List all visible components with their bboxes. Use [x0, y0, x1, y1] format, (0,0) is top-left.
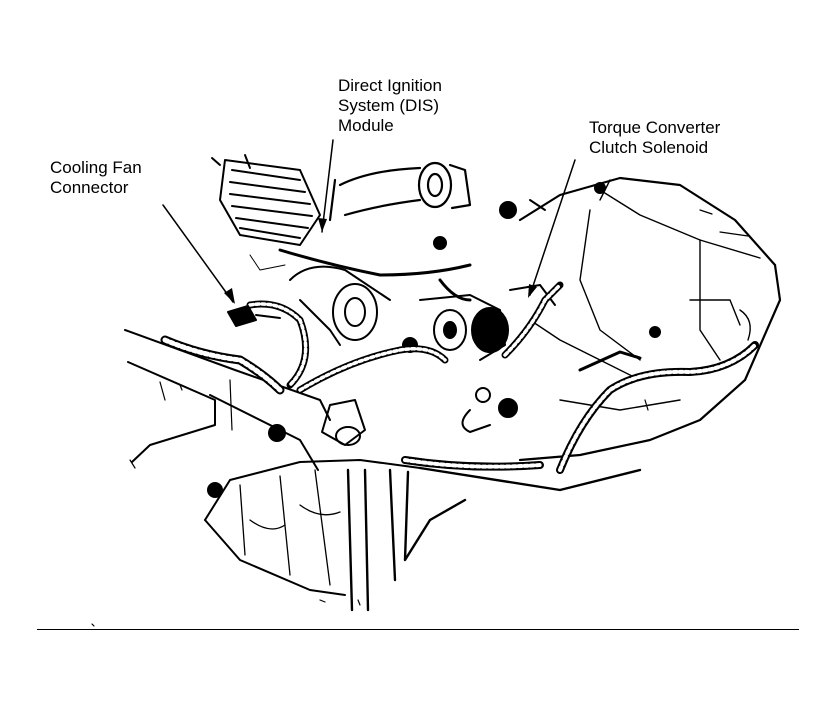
air-duct — [328, 161, 472, 222]
transaxle-housing — [518, 176, 782, 462]
engine-components — [207, 182, 661, 498]
cooling-fan-label-line-2: Connector — [50, 178, 129, 197]
cooling-fan-connector — [227, 305, 281, 327]
dis-module-callout: Direct Ignition System (DIS) Module — [338, 76, 442, 136]
torque-converter-solenoid-callout: Torque Converter Clutch Solenoid — [589, 118, 720, 158]
fender-panel — [124, 329, 331, 471]
wiring-harness — [160, 248, 759, 474]
detail-marks — [91, 209, 749, 627]
engine-block — [204, 459, 421, 596]
leader-lines — [162, 139, 576, 303]
frame-rails — [346, 466, 642, 612]
tcc-solenoid-label-line-1: Torque Converter — [589, 118, 721, 137]
bottom-divider-rule — [37, 629, 799, 630]
cooling-fan-label-line-1: Cooling Fan — [50, 158, 142, 177]
dis-module — [211, 154, 321, 246]
dis-module-label-line-3: Module — [338, 116, 394, 135]
dis-module-label-line-2: System (DIS) — [338, 96, 440, 115]
dis-module-label-line-1: Direct Ignition — [338, 76, 442, 95]
leader-arrowheads — [224, 218, 537, 304]
tcc-solenoid-label-line-2: Clutch Solenoid — [589, 138, 709, 157]
cooling-fan-connector-callout: Cooling Fan Connector — [50, 158, 142, 198]
